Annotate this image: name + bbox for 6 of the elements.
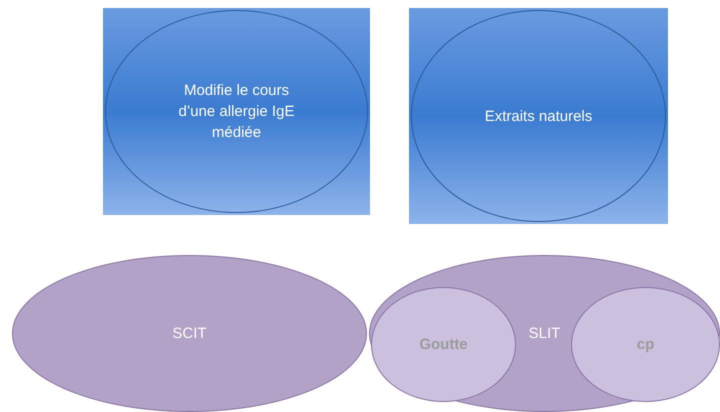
ellipse-label: SCIT — [172, 324, 207, 344]
ellipse-label: cp — [636, 335, 654, 355]
ellipse-label: Extraits naturels — [484, 106, 592, 126]
ellipse-label: Goutte — [419, 335, 468, 355]
ellipse-label: SLIT — [528, 324, 560, 344]
ellipse-label: Modifie le cours d’une allergie IgE médiée — [178, 81, 296, 143]
